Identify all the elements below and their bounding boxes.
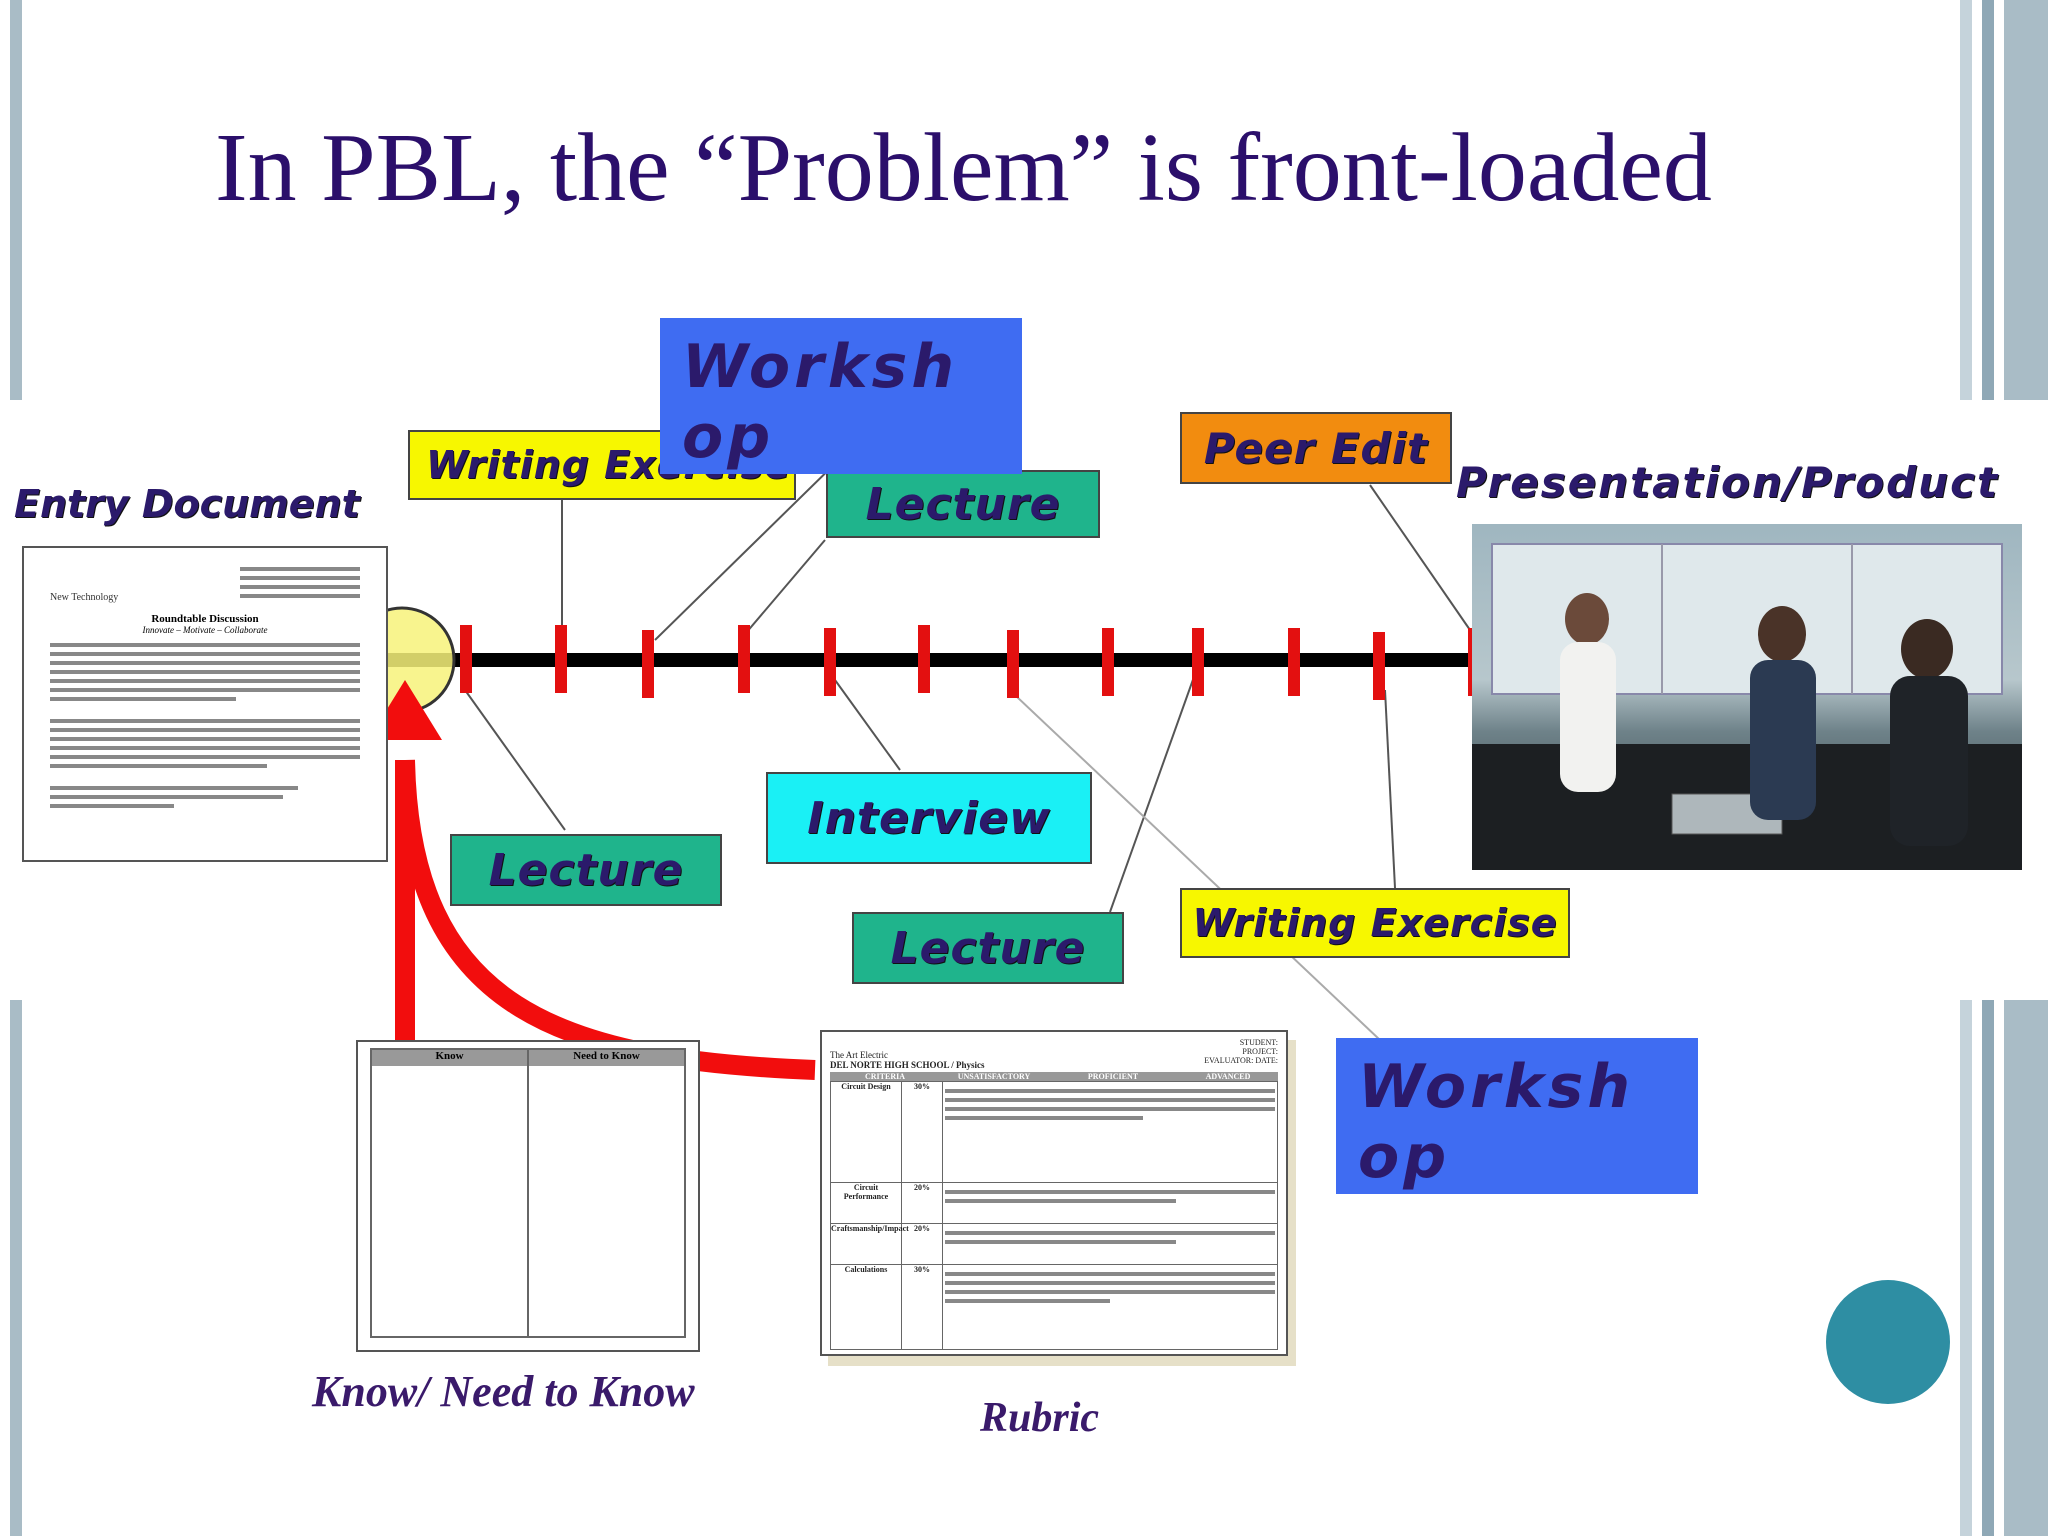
- rubric-caption: Rubric: [980, 1395, 1100, 1441]
- rubric-project: PROJECT:: [1242, 1047, 1278, 1056]
- connector-interview: [834, 679, 901, 771]
- rubric-row-pct: 30%: [902, 1265, 943, 1349]
- connector-lecture-top: [739, 539, 826, 641]
- left-edge-bar-bottom: [10, 1000, 22, 1536]
- lecture-bottom-left-box: Lecture: [450, 834, 722, 906]
- know-need-table: Know Need to Know: [356, 1040, 700, 1352]
- slide-title: In PBL, the “Problem” is front-loaded: [215, 114, 1712, 222]
- rubric-row-pct: 30%: [902, 1082, 943, 1182]
- rubric-header2: DEL NORTE HIGH SCHOOL / Physics: [830, 1060, 985, 1070]
- rubric-document: The Art Electric DEL NORTE HIGH SCHOOL /…: [820, 1030, 1288, 1356]
- presentation-product-label: Presentation/Product: [1456, 458, 2000, 507]
- rubric-student: STUDENT:: [1239, 1038, 1278, 1047]
- lecture-bottom-mid-box: Lecture: [852, 912, 1124, 984]
- rubric-col-unsat: UNSATISFACTORY: [957, 1072, 1031, 1081]
- connector-lecture-bottom-mid: [1109, 659, 1201, 913]
- connector-lecture-bottom-left: [464, 689, 566, 831]
- lecture-top-box: Lecture: [826, 470, 1100, 538]
- rubric-row-name: Circuit Design: [831, 1082, 902, 1182]
- timeline-ticks: [460, 625, 1480, 700]
- presentation-photo: [1472, 524, 2022, 870]
- writing-exercise-bottom-box: Writing Exercise: [1180, 888, 1570, 958]
- left-edge-bar-top: [10, 0, 22, 400]
- workshop-top-box: Workshop: [660, 318, 1022, 474]
- rubric-row-name: Circuit Performance: [831, 1183, 902, 1223]
- rubric-evaluator: EVALUATOR:: [1204, 1056, 1254, 1065]
- entry-document-label: Entry Document: [14, 482, 360, 526]
- interview-box: Interview: [766, 772, 1092, 864]
- rubric-row-pct: 20%: [902, 1183, 943, 1223]
- rubric-col-prof: PROFICIENT: [1087, 1072, 1139, 1081]
- red-arrow-curve: [395, 759, 816, 1080]
- rubric-date: DATE:: [1255, 1056, 1278, 1065]
- rubric-col-criteria: CRITERIA: [864, 1072, 905, 1081]
- rubric-row-name: Craftsmanship/Impact: [831, 1224, 909, 1264]
- know-need-caption: Know/ Need to Know: [312, 1367, 695, 1416]
- rubric-header1: The Art Electric: [830, 1050, 888, 1060]
- rubric-col-adv: ADVANCED: [1205, 1072, 1251, 1081]
- right-edge-bar-top: [1960, 0, 2048, 400]
- entry-doc-heading: Roundtable Discussion: [151, 613, 259, 625]
- know-column-header: Know: [372, 1050, 527, 1066]
- entry-doc-subheading: Innovate – Motivate – Collaborate: [142, 625, 268, 635]
- right-edge-bar-bottom: [1960, 1000, 2048, 1536]
- connector-peer-edit: [1369, 484, 1471, 631]
- rubric-row-name: Calculations: [831, 1265, 902, 1349]
- peer-edit-box: Peer Edit: [1180, 412, 1452, 484]
- need-to-know-column-header: Need to Know: [529, 1050, 684, 1066]
- entry-doc-org: New Technology: [50, 592, 119, 603]
- decorative-circle: [1826, 1280, 1950, 1404]
- workshop-bottom-box: Workshop: [1336, 1038, 1698, 1194]
- rubric-row-pct: 20%: [902, 1224, 943, 1264]
- connector-writing-bottom: [1384, 689, 1396, 889]
- connector-workshop-bottom: [1014, 694, 1381, 1041]
- entry-document-thumbnail: New Technology Roundtable Discussion Inn…: [22, 546, 388, 862]
